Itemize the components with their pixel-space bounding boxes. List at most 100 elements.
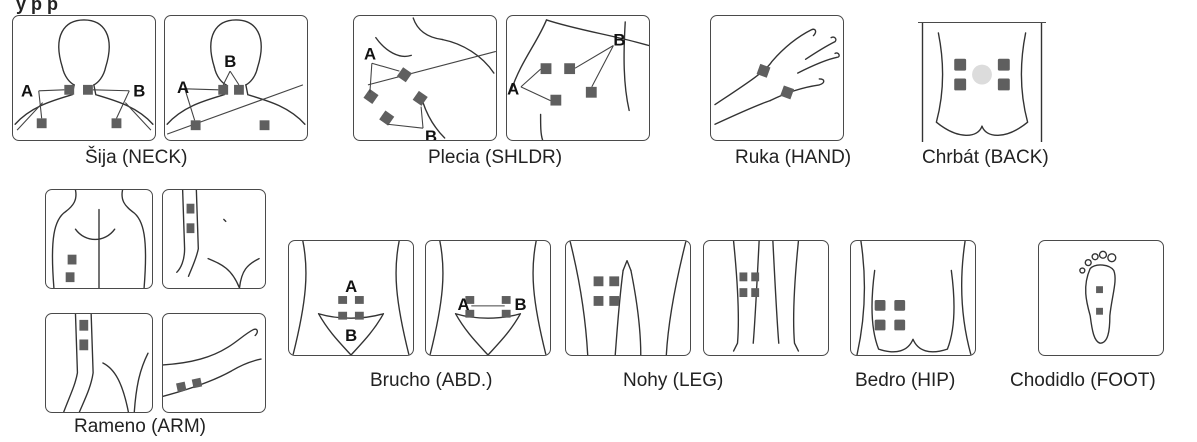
arm-chest-figure (46, 190, 152, 288)
shoulder-front-figure: A B (507, 16, 649, 140)
caption-leg: Nohy (LEG) (623, 370, 723, 392)
electrode-pad (338, 312, 347, 320)
caption-back: Chrbát (BACK) (922, 147, 1049, 169)
label-b: B (133, 82, 145, 101)
arm-panel-2 (162, 189, 266, 289)
electrode-pad (79, 320, 88, 331)
electrode-pad (79, 339, 88, 350)
label-a: A (458, 295, 470, 314)
neck-back-figure: A B (13, 16, 155, 140)
electrode-pad (609, 276, 619, 286)
electrode-pad (187, 223, 195, 233)
electrode-pad (355, 312, 364, 320)
label-a: A (507, 80, 519, 99)
electrode-pad (176, 382, 186, 392)
arm-down-figure (46, 314, 152, 412)
electrode-pad (187, 204, 195, 214)
back-figure (918, 23, 1046, 142)
caption-shoulder: Plecia (SHLDR) (428, 147, 562, 169)
electrode-pad (218, 85, 228, 95)
electrode-pad (894, 320, 905, 331)
label-b: B (613, 31, 625, 50)
electrode-pad (564, 63, 575, 74)
electrode-pad (739, 272, 747, 281)
label-b: B (345, 326, 357, 345)
electrode-pad (379, 111, 394, 126)
caption-neck: Šija (NECK) (85, 147, 187, 169)
electrode-pad (68, 255, 77, 265)
electrode-pad (1096, 286, 1103, 293)
leg-front-figure (566, 241, 690, 355)
caption-foot: Chodidlo (FOOT) (1010, 370, 1156, 392)
hand-figure (711, 16, 843, 140)
electrode-pad (780, 85, 794, 99)
electrode-pad (550, 95, 561, 106)
leg-panel-1 (565, 240, 691, 356)
label-a: A (364, 44, 376, 63)
abdomen-panel-1: A B (288, 240, 414, 356)
leg-back-figure (704, 241, 828, 355)
electrode-pad (397, 67, 412, 82)
shoulder-back-figure: A B (354, 16, 496, 140)
electrode-pad (751, 272, 759, 281)
electrode-pad (83, 85, 93, 95)
electrode-pad (875, 300, 886, 311)
label-a: A (345, 277, 357, 296)
hand-panel (710, 15, 844, 141)
shoulder-panel-1: A B (353, 15, 497, 141)
electrode-pad (363, 89, 378, 104)
electrode-pad (586, 87, 597, 98)
foot-figure (1039, 241, 1163, 355)
electrode-pad (541, 63, 552, 74)
label-a: A (21, 82, 33, 101)
caption-abdomen: Brucho (ABD.) (370, 370, 492, 392)
electrode-pad (355, 296, 364, 304)
electrode-pad (998, 79, 1010, 91)
electrode-pad (338, 296, 347, 304)
electrode-pad (894, 300, 905, 311)
electrode-pad (594, 276, 604, 286)
abdomen-figure-1: A B (289, 241, 413, 355)
electrode-pad (609, 296, 619, 306)
leg-panel-2 (703, 240, 829, 356)
label-b: B (425, 127, 437, 140)
caption-hip: Bedro (HIP) (855, 370, 955, 392)
electrode-pad (413, 91, 428, 106)
arm-panel-1 (45, 189, 153, 289)
electrode-pad (954, 59, 966, 71)
hip-panel (850, 240, 976, 356)
electrode-pad (502, 310, 511, 318)
electrode-pad (260, 120, 270, 130)
electrode-pad (37, 118, 47, 128)
label-a: A (177, 78, 189, 97)
electrode-pad (739, 288, 747, 297)
electrode-pad (64, 85, 74, 95)
abdomen-panel-2: A B (425, 240, 551, 356)
electrode-pad (594, 296, 604, 306)
electrode-pad (751, 288, 759, 297)
electrode-pad (875, 320, 886, 331)
electrode-pad (66, 272, 75, 282)
electrode-pad (1096, 308, 1103, 315)
label-b: B (224, 52, 236, 71)
caption-hand: Ruka (HAND) (735, 147, 851, 169)
arm-panel-3 (45, 313, 153, 413)
electrode-pad (234, 85, 244, 95)
electrode-pad (998, 59, 1010, 71)
neck-panel-1: A B (12, 15, 156, 141)
arm-side-figure (163, 190, 265, 288)
arm-panel-4 (162, 313, 266, 413)
label-b: B (515, 295, 527, 314)
electrode-pad (192, 378, 202, 388)
electrode-pad (502, 296, 511, 304)
foot-panel (1038, 240, 1164, 356)
neck-back-figure-2: B A (165, 16, 307, 140)
electrode-pad (112, 118, 122, 128)
neck-panel-2: B A (164, 15, 308, 141)
shoulder-panel-2: A B (506, 15, 650, 141)
arm-raised-figure (163, 314, 265, 412)
hip-figure (851, 241, 975, 355)
abdomen-figure-2: A B (426, 241, 550, 355)
electrode-pad (954, 79, 966, 91)
header-title-fragment: y p p (16, 0, 58, 15)
